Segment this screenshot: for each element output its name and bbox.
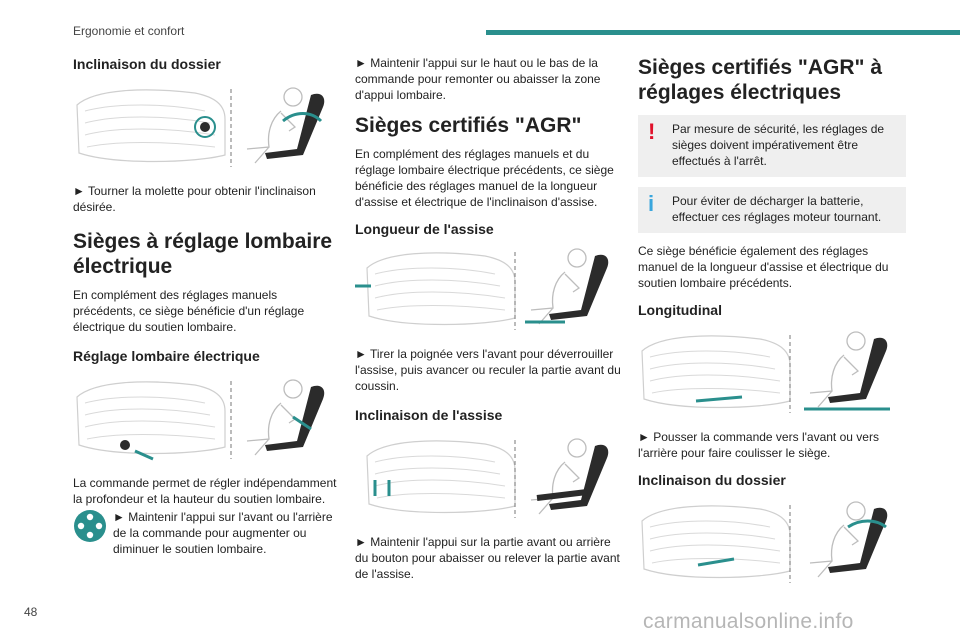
- warning-icon: !: [648, 119, 656, 144]
- watermark-text: carmanualsonline.info: [643, 610, 854, 633]
- illustration-backrest-wheel: [73, 81, 341, 173]
- column-1: Inclinaison du dossier ► Tourner la mole…: [73, 55, 341, 557]
- text-lombaire-intro: En complément des réglages manuels précé…: [73, 288, 305, 334]
- illustration-seat-length: [355, 246, 623, 336]
- four-way-control-icon: [74, 510, 106, 542]
- instr-tourner-molette: ► Tourner la molette pour obtenir l'incl…: [73, 184, 316, 214]
- heading-longueur-assise: Longueur de l'assise: [355, 221, 494, 237]
- heading-reglage-lombaire: Réglage lombaire électrique: [73, 348, 260, 364]
- page-header-title: Ergonomie et confort: [73, 24, 185, 38]
- heading-longitudinal: Longitudinal: [638, 302, 722, 318]
- info-note: i Pour éviter de décharger la batterie, …: [638, 187, 906, 233]
- illustration-backrest-electric: [638, 497, 906, 589]
- illustration-lumbar-control: [73, 373, 341, 465]
- heading-inclinaison-dossier-electrique: Inclinaison du dossier: [638, 472, 786, 488]
- heading-agr-electriques: Sièges certifiés "AGR" à réglages électr…: [638, 56, 883, 104]
- text-agr-intro: En complément des réglages manuels et du…: [355, 147, 614, 209]
- heading-sieges-lombaire: Sièges à réglage lombaire électrique: [73, 230, 333, 278]
- instr-maintenir-bouton-assise: ► Maintenir l'appui sur la partie avant …: [355, 535, 620, 581]
- instr-pousser-commande: ► Pousser la commande vers l'avant ou ve…: [638, 430, 879, 460]
- heading-agr: Sièges certifiés "AGR": [355, 114, 582, 137]
- illustration-longitudinal: [638, 327, 906, 419]
- text-commande-lombaire: La commande permet de régler indépendamm…: [73, 476, 337, 506]
- instr-haut-bas: ► Maintenir l'appui sur le haut ou le ba…: [355, 56, 601, 102]
- info-icon: i: [648, 191, 655, 216]
- illustration-seat-tilt: [355, 432, 623, 524]
- info-text: Pour éviter de décharger la batterie, ef…: [672, 194, 882, 224]
- text-reglages-complementaires: Ce siège bénéficie également des réglage…: [638, 244, 889, 290]
- text-maintenir-appui-avant-arriere: ► Maintenir l'appui sur l'avant ou l'arr…: [113, 510, 333, 556]
- heading-inclinaison-assise: Inclinaison de l'assise: [355, 407, 503, 423]
- instr-lombaire-avant-arriere: ► Maintenir l'appui sur l'avant ou l'arr…: [73, 509, 341, 557]
- column-3: Sièges certifiés "AGR" à réglages électr…: [638, 55, 906, 599]
- page-number: 48: [24, 605, 38, 619]
- instr-tirer-poignee: ► Tirer la poignée vers l'avant pour dév…: [355, 347, 621, 393]
- warning-text: Par mesure de sécurité, les réglages de …: [672, 122, 885, 168]
- warning-note: ! Par mesure de sécurité, les réglages d…: [638, 115, 906, 177]
- page-header-accent-bar: [486, 30, 960, 35]
- column-2: ► Maintenir l'appui sur le haut ou le ba…: [355, 55, 623, 592]
- heading-inclinaison-dossier: Inclinaison du dossier: [73, 56, 221, 72]
